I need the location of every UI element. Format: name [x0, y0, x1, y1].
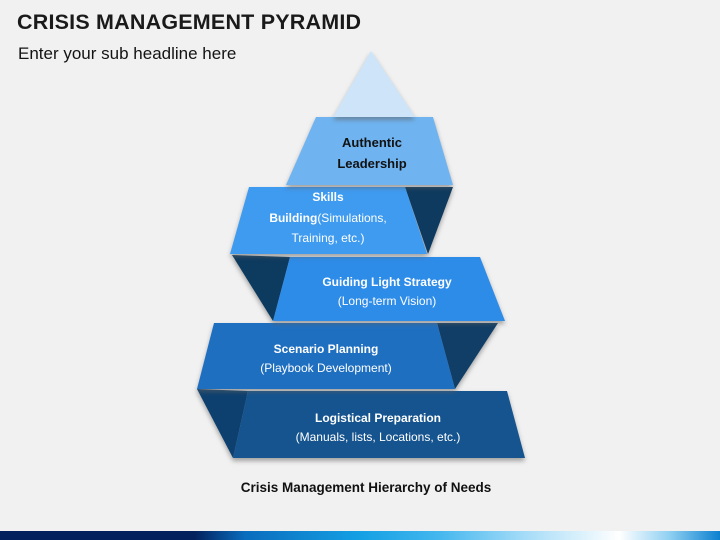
pyramid-level-scenario-planning: Scenario Planning (Playbook Development) [197, 323, 498, 389]
guiding-label-line1: Guiding Light Strategy [322, 275, 452, 289]
guiding-label-line2: (Long-term Vision) [338, 294, 436, 308]
scenario-band-shape [197, 323, 455, 389]
diagram-caption: Crisis Management Hierarchy of Needs [240, 480, 492, 495]
pyramid-level-guiding-light-strategy: Guiding Light Strategy (Long-term Vision… [232, 255, 505, 321]
logistical-label-line1: Logistical Preparation [315, 411, 441, 425]
logistical-left-fold-shape [197, 389, 248, 458]
authentic-label-line2: Leadership [337, 156, 406, 171]
page-title: CRISIS MANAGEMENT PYRAMID [17, 10, 362, 34]
authentic-band-shape [286, 117, 453, 185]
pyramid-peak [333, 51, 415, 117]
logistical-label-line2: (Manuals, lists, Locations, etc.) [296, 430, 461, 444]
guiding-left-fold-shape [232, 255, 290, 321]
pyramid-level-logistical-preparation: Logistical Preparation (Manuals, lists, … [197, 389, 525, 458]
guiding-band-shape [273, 257, 505, 321]
logistical-band-shape [233, 391, 525, 458]
skills-band-shape [230, 187, 427, 254]
pyramid-level-authentic-leadership: Authentic Leadership [286, 117, 453, 185]
footer-accent-bar [0, 531, 720, 540]
authentic-label-line1: Authentic [342, 135, 402, 150]
scenario-right-fold-shape [437, 323, 498, 389]
scenario-label-line2: (Playbook Development) [260, 361, 391, 375]
pyramid-level-skills-building: Skills Building(Simulations, Training, e… [230, 187, 453, 254]
page-subtitle: Enter your sub headline here [18, 44, 237, 63]
skills-label-line3: Training, etc.) [292, 231, 365, 245]
skills-label-line2: Building(Simulations, [269, 211, 386, 225]
peak-triangle-shape [333, 51, 415, 117]
skills-label-line1: Skills [312, 190, 344, 204]
scenario-label-line1: Scenario Planning [274, 342, 379, 356]
skills-right-fold-shape [405, 187, 453, 254]
